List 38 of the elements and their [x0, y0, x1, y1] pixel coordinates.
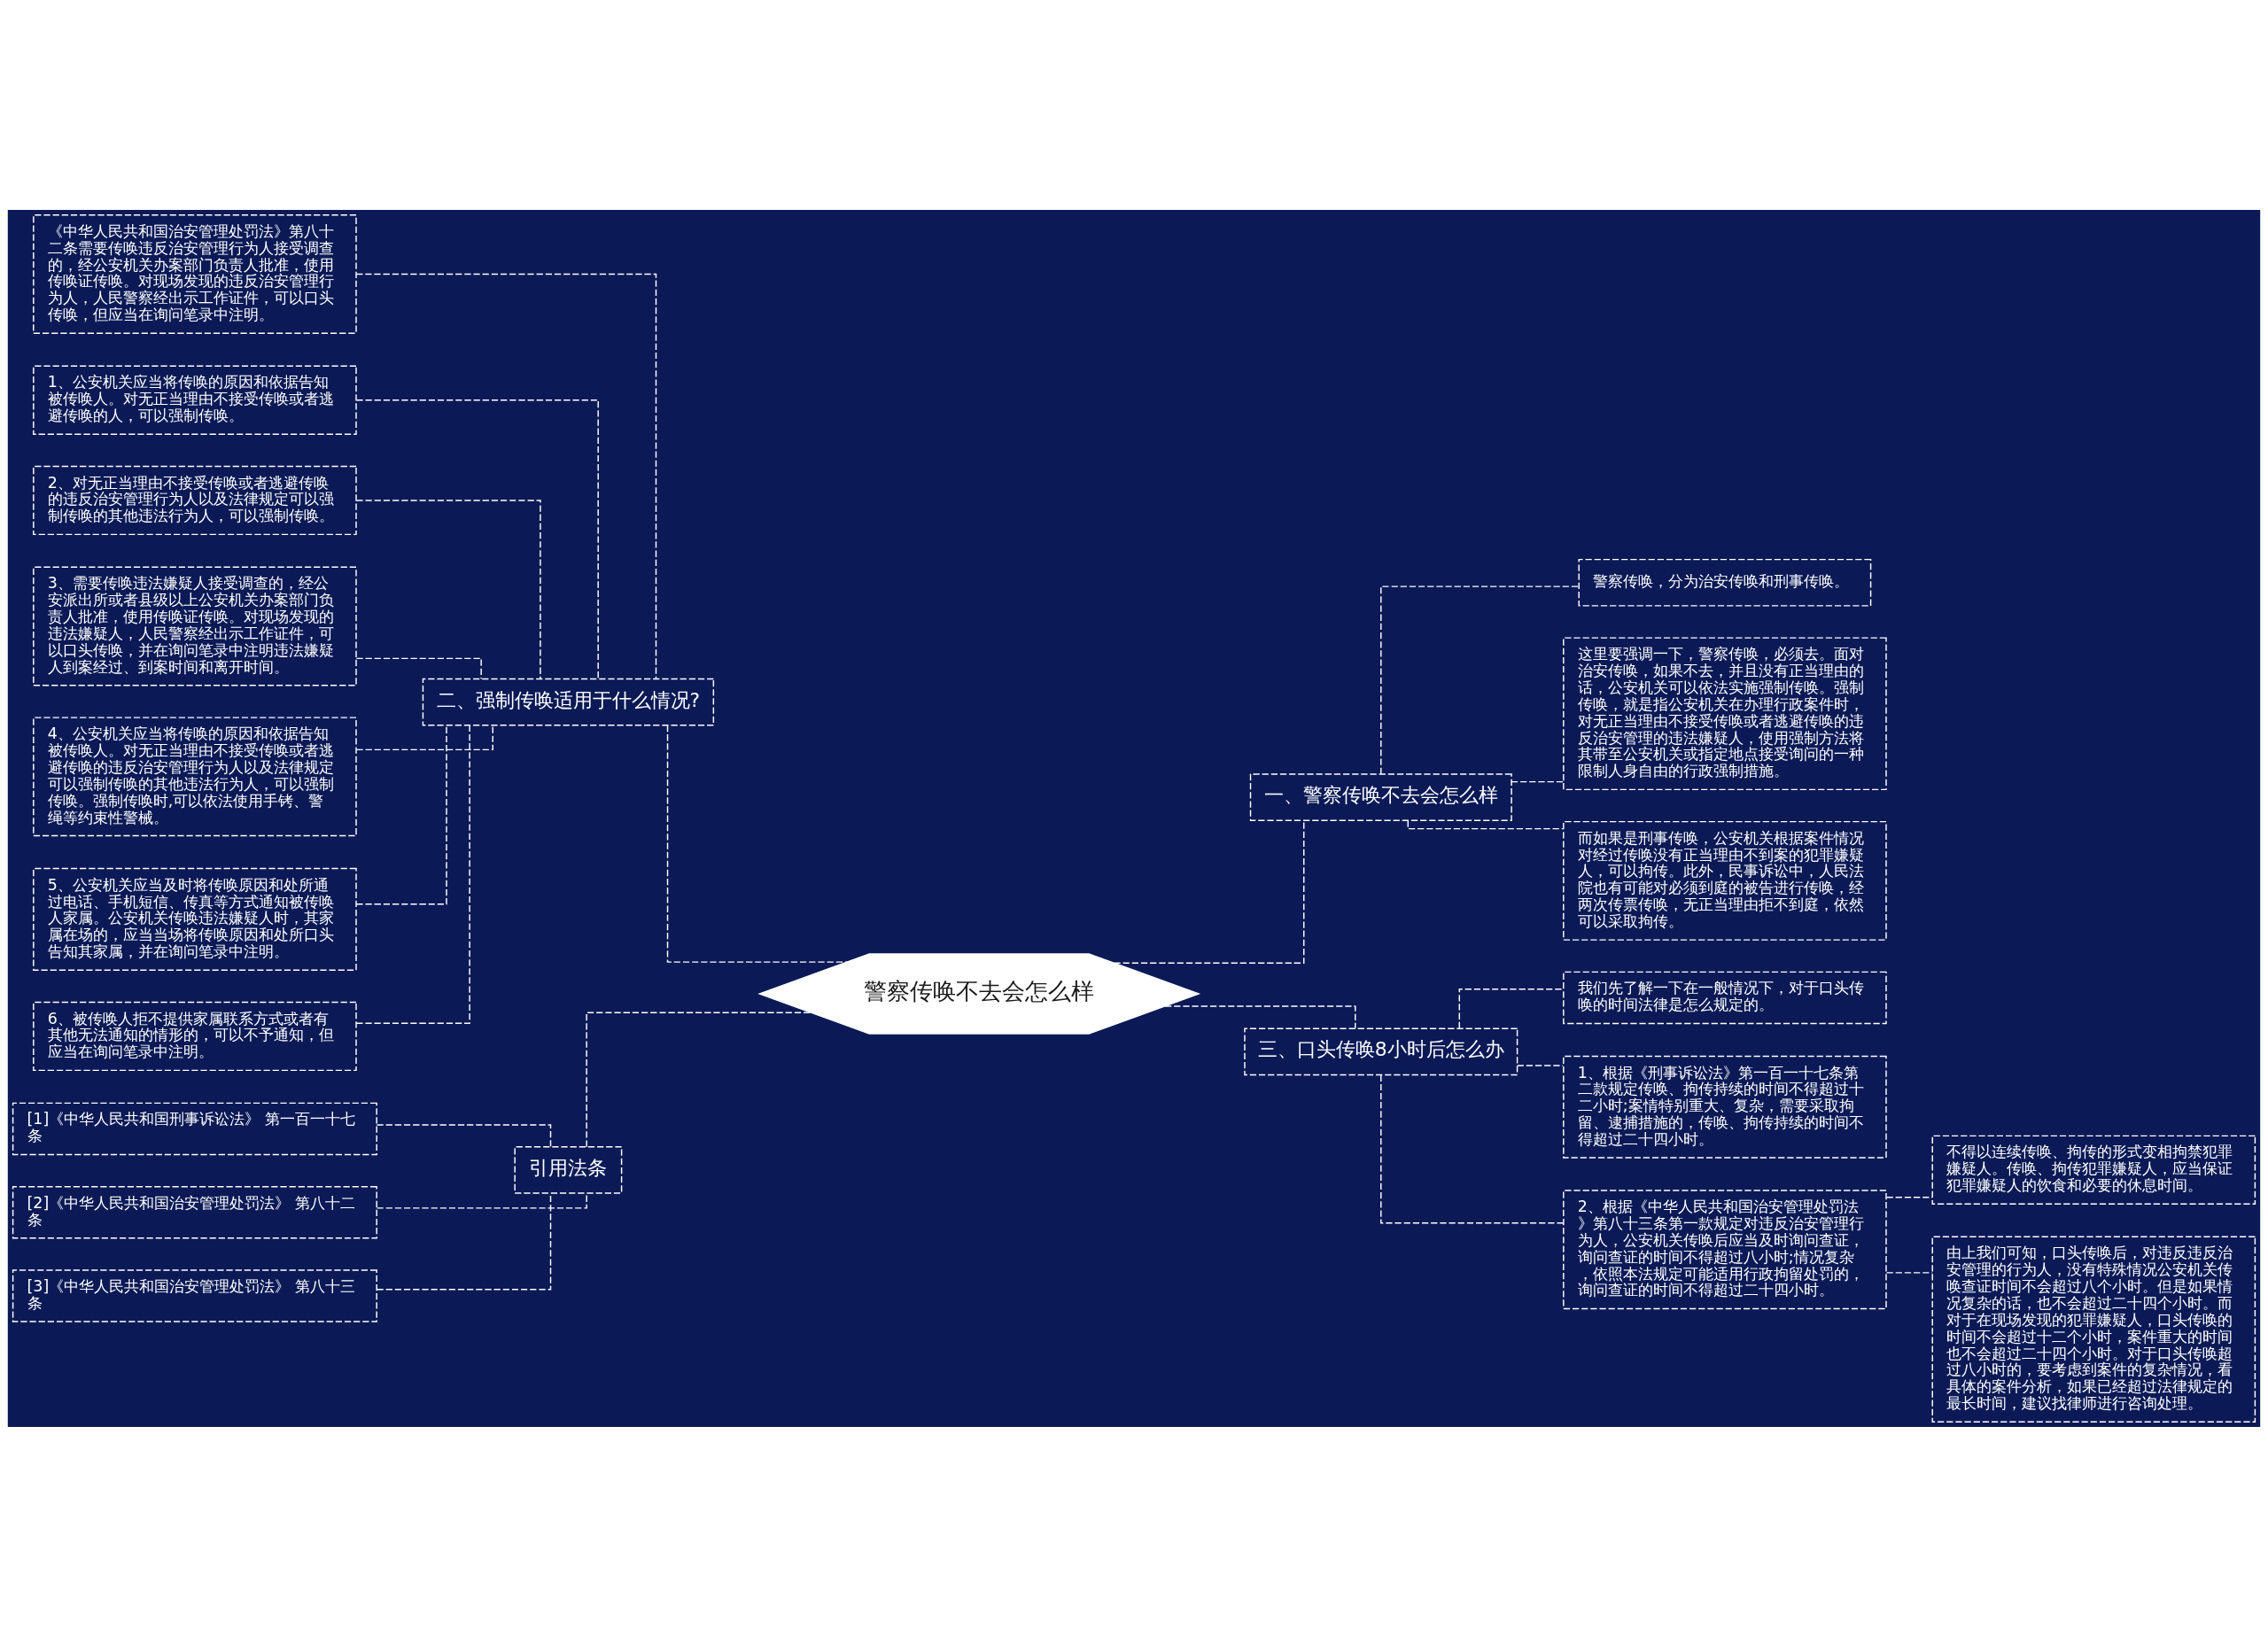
connector [355, 724, 493, 750]
node-box: 这里要强调一下，警察传唤，必须去。面对治安传唤，如果不去，并且没有正当理由的话，公安机关可以依法实施强制传唤。强制传唤，就是指公安机关在办理行政案件时，对无正当理由不接受传唤或者逃避传唤的违反治安管理的违法嫌疑人，使用强制方法将其带至公安机关或指定地点接受询问的一种限制人身自由的行政强制措施。 [1563, 636, 1887, 790]
connector [355, 273, 657, 679]
connector [586, 1012, 812, 1147]
connector [376, 1123, 552, 1147]
node-box: [2]《中华人民共和国治安管理处罚法》 第八十二条 [12, 1185, 377, 1238]
node-box: 1、公安机关应当将传唤的原因和依据告知被传唤人。对无正当理由不接受传唤或者逃避传唤的人，可以强制传唤。 [33, 365, 357, 435]
node-box: 2、根据《中华人民共和国治安管理处罚法》第八十三条第一款规定对违反治安管理行为人，公安机关传唤后应当及时询问查证，询问查证的时间不得超过八小时;情况复杂，依照本法规定可能适用行政拘留处罚的，询问查证的时间不得超过二十四小时。 [1563, 1189, 1887, 1309]
node-box: 不得以连续传唤、拘传的形式变相拘禁犯罪嫌疑人。传唤、拘传犯罪嫌疑人，应当保证犯罪嫌疑人的饮食和必要的休息时间。 [1931, 1135, 2256, 1205]
node-box: 警察传唤，分为治安传唤和刑事传唤。 [1578, 558, 1872, 607]
node-box: 由上我们可知，口头传唤后，对违反违反治安管理的行为人，没有特殊情况公安机关传唤查证时间不会超过八个小时。但是如果情况复杂的话，也不会超过二十四个小时。而对于在现场发现的犯罪嫌疑人，口头传唤的时间不会超过十二个小时，案件重大的时间也不会超过二十四个小时。对于口头传唤超过八小时的，要考虑到案件的复杂情况，看具体的案件分析，如果已经超过法律规定的最长时间，建议找律师进行咨询处理。 [1931, 1236, 2256, 1423]
connector [1380, 1074, 1565, 1223]
connector [355, 399, 599, 679]
connector [666, 725, 848, 963]
node-box: 5、公安机关应当及时将传唤原因和处所通过电话、手机短信、传真等方式通知被传唤人家属。公安机关传唤违法嫌疑人时，其家属在场的，应当当场将传唤原因和处所口头告知其家属，并在询问笔录中注明。 [33, 867, 357, 971]
connector [1511, 780, 1565, 782]
node-box: 1、根据《刑事诉讼法》第一百一十七条第二款规定传唤、拘传持续的时间不得超过十二小时;案情特别重大、复杂，需要采取拘留、逮捕措施的，传唤、拘传持续的时间不得超过二十四小时。 [1563, 1055, 1887, 1159]
connector [1458, 988, 1565, 1029]
connector [1885, 1271, 1933, 1274]
node-box: 三、口头传唤8小时后怎么办 [1244, 1027, 1518, 1075]
node-box: [3]《中华人民共和国治安管理处罚法》 第八十三条 [12, 1268, 377, 1322]
node-box: 一、警察传唤不去会怎么样 [1249, 772, 1512, 821]
node-box: [1]《中华人民共和国刑事诉讼法》 第一百一十七条 [12, 1102, 377, 1155]
node-box: 《中华人民共和国治安管理处罚法》第八十二条需要传唤违反治安管理行为人接受调查的，经公安机关办案部门负责人批准，使用传唤证传唤。对现场发现的违反治安管理行为人，人民警察经出示工作证件，可以口头传唤，但应当在询问笔录中注明。 [33, 213, 357, 334]
node-box: 6、被传唤人拒不提供家属联系方式或者有其他无法通知的情形的，可以不予通知，但应当在询问笔录中注明。 [33, 1001, 357, 1071]
node-box: 而如果是刑事传唤，公安机关根据案件情况对经过传唤没有正当理由不到案的犯罪嫌疑人，可以拘传。此外，民事诉讼中，人民法院也有可能对必须到庭的被告进行传唤，经两次传票传唤，无正当理由拒不到庭，依然可以采取拘传。 [1563, 820, 1887, 941]
connector [1380, 585, 1580, 774]
node-box: 4、公安机关应当将传唤的原因和依据告知被传唤人。对无正当理由不接受传唤或者逃避传唤的违反治安管理行为人以及法律规定可以强制传唤的其他违法行为人，可以强制传唤。强制传唤时,可以依法使用手铐、警绳等约束性警械。 [33, 716, 357, 836]
node-box: 我们先了解一下在一般情况下，对于口头传唤的时间法律是怎么规定的。 [1563, 971, 1887, 1024]
connector [355, 725, 470, 1024]
connector [355, 499, 541, 679]
node-box: 引用法条 [514, 1145, 623, 1194]
node-box: 2、对无正当理由不接受传唤或者逃避传唤的违反治安管理行为人以及法律规定可以强制传唤的其他违法行为人，可以强制传唤。 [33, 465, 357, 535]
node-box: 3、需要传唤违法嫌疑人接受调查的，经公安派出所或者县级以上公安机关办案部门负责人批准，使用传唤证传唤。对现场发现的违法嫌疑人，人民警察经出示工作证件，可以口头传唤，并在询问笔录中注明违法嫌疑人到案经过、到案时间和离开时间。 [33, 566, 357, 686]
connector [1885, 1196, 1933, 1198]
connector [1407, 819, 1565, 829]
connector [355, 657, 482, 679]
node-box: 二、强制传唤适用于什么情况? [422, 678, 715, 726]
